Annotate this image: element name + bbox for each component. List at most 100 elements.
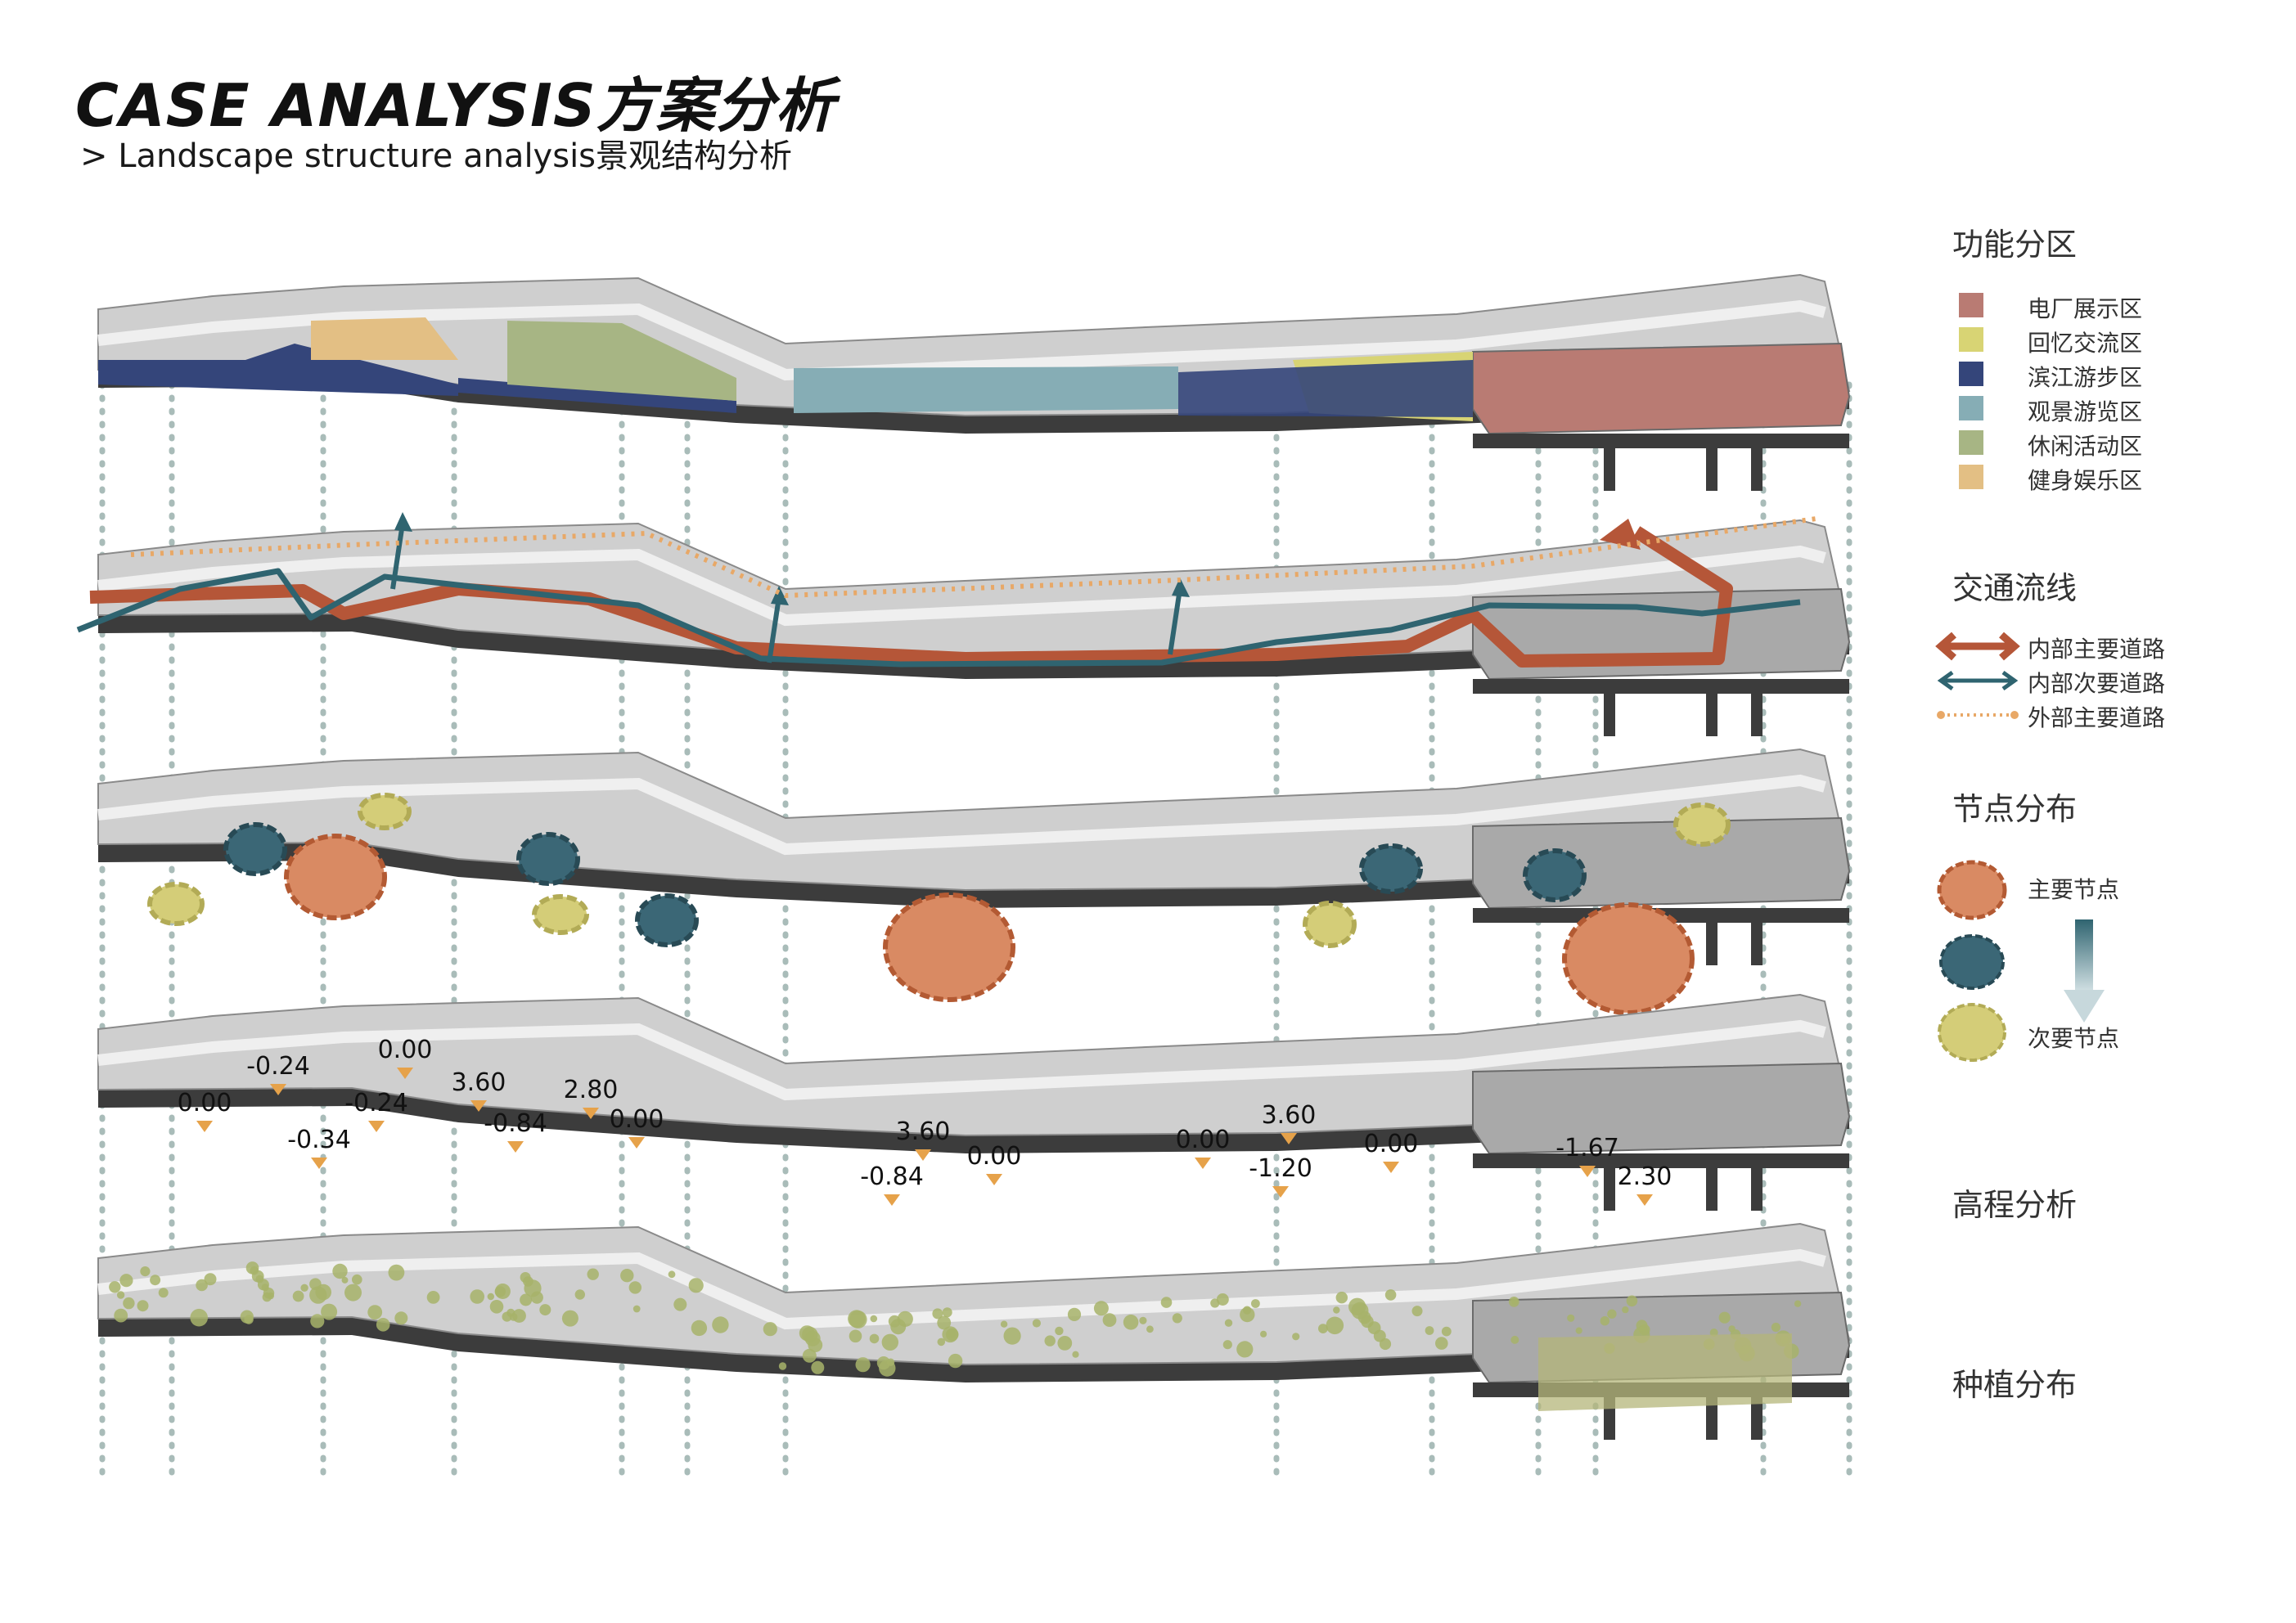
elevation-label: 2.80 [564,1076,619,1104]
medium-node [223,822,287,876]
tree-canopy [1292,1333,1300,1341]
minor-node-icon [1938,1003,2006,1062]
tree-canopy [673,1297,687,1311]
secondary-road-branch [390,523,405,590]
tree-canopy [1222,1340,1232,1350]
pier [1751,1395,1763,1440]
tree-canopy [244,1315,254,1324]
walkway-strip [97,1019,1826,1101]
tree-canopy [1123,1315,1139,1330]
main-road-arrow-icon [1935,632,2020,661]
tree-canopy [1210,1298,1220,1308]
pier [1706,920,1717,965]
tree-canopy [109,1281,121,1293]
elevation-label: 0.00 [1364,1130,1419,1158]
tree-canopy [1333,1306,1340,1314]
elevation-marker-icon [1272,1186,1289,1198]
legend-elevation-heading: 高程分析 [1952,1187,2078,1223]
tree-canopy [1251,1299,1260,1308]
layer-elevation-analysis [97,993,1851,1211]
tree-canopy [119,1274,133,1288]
tree-canopy [1067,1307,1082,1321]
tree-canopy [470,1289,484,1304]
pier [1751,1166,1763,1211]
minor-node [147,882,205,926]
tree-canopy [668,1270,676,1279]
elevation-marker-icon [311,1158,327,1169]
secondary-road-arrow-icon [1937,670,2019,691]
power-plant-block [1472,1062,1851,1155]
tree-canopy [376,1318,390,1332]
zone-riverside-walk [1178,360,1473,417]
tree-canopy [855,1357,871,1373]
elevation-label: -0.24 [344,1089,408,1117]
secondary-road-arrowhead [394,512,412,532]
tree-canopy [140,1266,151,1277]
tree-canopy [937,1338,946,1347]
tree-canopy [1379,1338,1392,1351]
elevation-marker-icon [368,1121,385,1132]
tree-canopy [1146,1325,1154,1333]
legend-traffic-heading: 交通流线 [1952,570,2078,606]
legend-zones-heading: 功能分区 [1952,227,2078,263]
pier [1604,1166,1615,1211]
medium-node [1359,843,1423,894]
elevation-marker-icon [628,1137,645,1149]
legend-traffic-label: 外部主要道路 [2028,704,2166,731]
tree-canopy [1411,1306,1423,1317]
elevation-label: 0.00 [1176,1126,1231,1154]
tree-canopy [881,1333,899,1351]
legend-node-minor-label: 次要节点 [2028,1025,2120,1052]
tree-canopy [628,1281,642,1294]
planting-patch [1538,1333,1792,1411]
zone-leisure [507,321,736,401]
legend-zone-swatch [1959,293,1983,317]
tree-canopy [116,1291,125,1299]
legend-nodes-heading: 节点分布 [1952,791,2078,827]
tree-canopy [487,1293,494,1301]
secondary-road-arrowhead [1172,578,1190,597]
elevation-marker-icon [884,1194,900,1206]
tree-canopy [811,1360,825,1374]
elevation-marker-icon [1579,1166,1596,1177]
elevation-label: -0.84 [484,1109,547,1138]
tree-canopy [300,1284,308,1293]
major-node [883,892,1015,1002]
tree-canopy [204,1273,217,1286]
elevation-label: 0.00 [610,1105,664,1134]
tree-canopy [502,1311,512,1322]
elevation-label: -1.67 [1555,1134,1619,1162]
legend-zone-label: 观景游览区 [2028,398,2143,425]
main-road-line [89,526,1733,668]
tree-canopy [587,1268,599,1280]
tree-canopy [1260,1330,1267,1338]
tree-canopy [1216,1293,1229,1306]
secondary-road-line [76,568,1801,668]
tree-canopy [309,1278,322,1290]
elevation-label: 2.30 [1618,1162,1672,1191]
tree-canopy [489,1300,504,1314]
slab-edge [98,843,1849,908]
tree-canopy [352,1274,362,1285]
tree-canopy [520,1293,533,1306]
tree-canopy [332,1263,348,1279]
tree-canopy [394,1311,408,1325]
tree-canopy [849,1329,862,1343]
power-plant-block [1472,342,1851,435]
tree-canopy [292,1290,304,1302]
tree-canopy [267,1292,274,1300]
legend-zone-label: 健身娱乐区 [2028,467,2143,494]
tree-canopy [150,1275,161,1286]
tree-canopy [137,1300,149,1312]
elevation-marker-icon [397,1068,413,1079]
tree-canopy [1003,1327,1021,1345]
tree-canopy [804,1330,821,1347]
tree-canopy [1361,1315,1374,1329]
minor-node [1303,901,1357,948]
tree-canopy [1510,1335,1519,1344]
external-road-line [130,516,1817,599]
page-subtitle: > Landscape structure analysis景观结构分析 [80,137,793,175]
tree-canopy [1441,1326,1452,1337]
major-node-icon [1937,860,2007,920]
elevation-marker-icon [986,1174,1002,1185]
